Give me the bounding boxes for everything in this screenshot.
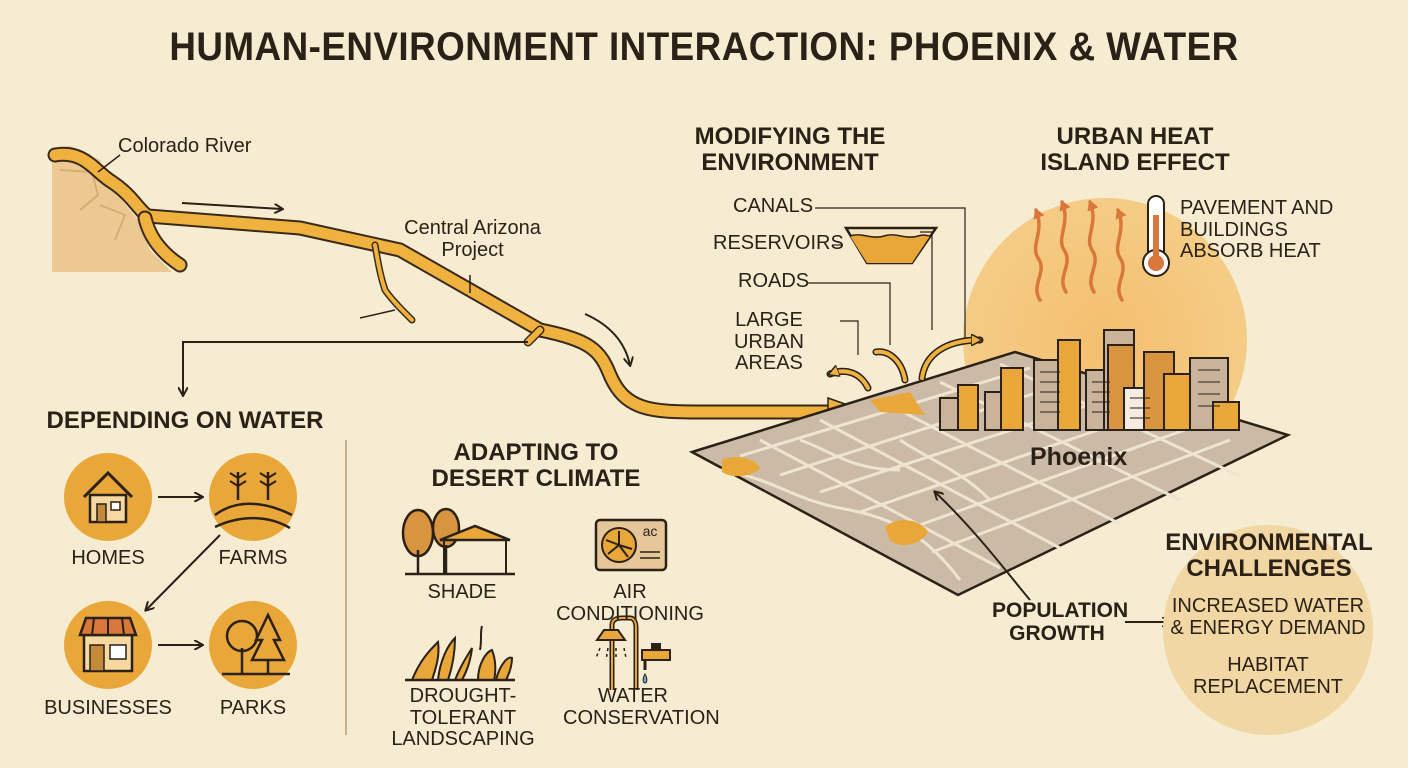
challenge2-line2: REPLACEMENT bbox=[1192, 675, 1344, 698]
homes-icon bbox=[64, 453, 152, 541]
urban-label-line1: LARGE URBAN bbox=[733, 309, 804, 353]
urban-areas-label: LARGE URBAN AREAS bbox=[700, 309, 838, 375]
reservoir-icon bbox=[843, 226, 939, 265]
drought-label-line2: LANDSCAPING bbox=[391, 728, 535, 751]
heat-note-line3: ABSORB HEAT bbox=[1180, 240, 1321, 263]
modifying-heading: MODIFYING THE ENVIRONMENT bbox=[690, 124, 890, 176]
parks-label: PARKS bbox=[219, 697, 287, 719]
shade-icon bbox=[401, 507, 515, 576]
challenges-heading-line1: ENVIRONMENTAL bbox=[1165, 529, 1373, 556]
challenges-heading-line2: CHALLENGES bbox=[1186, 554, 1352, 582]
homes-label: HOMES bbox=[71, 547, 145, 569]
cap-label-line1: Central Arizona bbox=[404, 217, 541, 239]
colorado-river-label: Colorado River bbox=[118, 135, 252, 157]
phoenix-label: Phoenix bbox=[1030, 443, 1128, 471]
drought-label-line1: DROUGHT-TOLERANT bbox=[409, 685, 517, 729]
challenges-circle bbox=[1163, 525, 1373, 735]
cap-label-line2: Project bbox=[441, 238, 504, 261]
water-conservation-icon bbox=[595, 615, 671, 690]
drought-label: DROUGHT-TOLERANT LANDSCAPING bbox=[368, 685, 558, 751]
air-conditioner-icon: ac bbox=[594, 518, 668, 572]
shade-label: SHADE bbox=[427, 581, 497, 603]
challenge2-line1: HABITAT bbox=[1227, 654, 1309, 676]
farms-icon bbox=[209, 453, 297, 541]
modifying-heading-line1: MODIFYING THE bbox=[694, 123, 886, 150]
population-line2: GROWTH bbox=[1009, 621, 1105, 645]
farms-label: FARMS bbox=[218, 547, 288, 569]
adapting-heading-line2: DESERT CLIMATE bbox=[431, 464, 641, 492]
water-label-line1: WATER bbox=[598, 685, 668, 707]
businesses-icon bbox=[64, 601, 152, 689]
population-line1: POPULATION bbox=[992, 599, 1129, 622]
reservoirs-label: RESERVOIRS bbox=[713, 232, 844, 254]
drought-plants-icon bbox=[405, 625, 515, 682]
heat-heading-line1: URBAN HEAT bbox=[1056, 123, 1214, 150]
canals-label: CANALS bbox=[733, 195, 814, 217]
heat-heading: URBAN HEAT ISLAND EFFECT bbox=[1035, 124, 1235, 176]
adapting-heading-line1: ADAPTING TO bbox=[453, 439, 619, 466]
page-title: HUMAN-ENVIRONMENT INTERACTION: PHOENIX &… bbox=[169, 25, 1239, 69]
challenges-heading: ENVIRONMENTAL CHALLENGES bbox=[1160, 530, 1378, 582]
challenge1-line1: INCREASED WATER bbox=[1171, 595, 1365, 617]
ac-unit-label: ac bbox=[643, 523, 658, 539]
heat-waves-icon bbox=[1033, 200, 1127, 302]
businesses-label: BUSINESSES bbox=[44, 697, 172, 719]
roads-label: ROADS bbox=[738, 270, 810, 292]
urban-label-line2: AREAS bbox=[735, 352, 803, 375]
ac-label: AIR CONDITIONING bbox=[556, 581, 704, 625]
depending-heading: DEPENDING ON WATER bbox=[46, 407, 324, 434]
thermometer-icon bbox=[1142, 195, 1170, 277]
heat-note-line1: PAVEMENT AND bbox=[1180, 197, 1334, 219]
challenge-water-energy: INCREASED WATER & ENERGY DEMAND bbox=[1170, 595, 1366, 639]
water-conservation-label: WATER CONSERVATION bbox=[563, 685, 720, 729]
heat-note-line2: BUILDINGS bbox=[1180, 218, 1288, 241]
heat-heading-line2: ISLAND EFFECT bbox=[1040, 148, 1230, 176]
challenge1-line2: & ENERGY DEMAND bbox=[1170, 616, 1366, 639]
cap-label: Central Arizona Project bbox=[395, 217, 550, 261]
heat-note: PAVEMENT AND BUILDINGS ABSORB HEAT bbox=[1180, 197, 1334, 263]
adapting-heading: ADAPTING TO DESERT CLIMATE bbox=[418, 440, 654, 492]
parks-icon bbox=[209, 601, 297, 689]
challenge-habitat: HABITAT REPLACEMENT bbox=[1170, 654, 1366, 698]
water-label-line2: CONSERVATION bbox=[563, 706, 720, 729]
population-growth-label: POPULATION GROWTH bbox=[992, 599, 1129, 645]
modifying-heading-line2: ENVIRONMENT bbox=[701, 148, 879, 176]
